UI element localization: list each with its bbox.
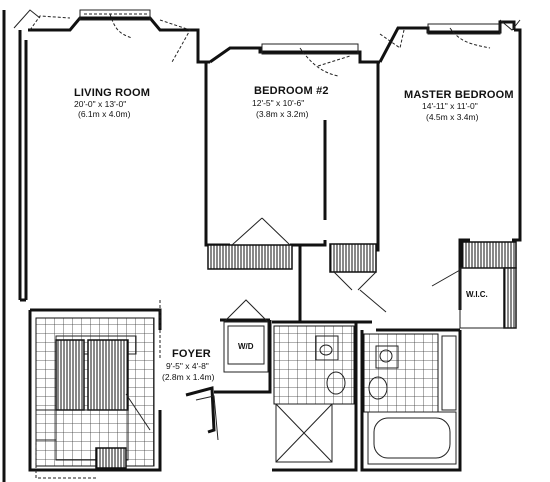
bedroom-2-closet [207, 244, 293, 270]
window-bedroom-2 [261, 43, 359, 77]
wic-shelf [503, 267, 517, 329]
window-master [379, 19, 521, 49]
master-closet [461, 241, 517, 269]
foyer-dim-imperial: 9'-5" x 4'-8" [166, 361, 209, 371]
wic-label: W.I.C. [466, 290, 488, 299]
foyer-name: FOYER [172, 348, 211, 360]
entry-door [195, 395, 219, 441]
label-foyer: FOYER 9'-5" x 4'-8" (2.8m x 1.4m) [162, 348, 215, 382]
bedroom-2-name: BEDROOM #2 [254, 85, 329, 97]
bedroom-2-dim-metric: (3.8m x 3.2m) [256, 109, 309, 119]
bathroom-1 [272, 320, 358, 472]
bedroom-2-walls [204, 46, 380, 247]
washer-dryer-label: W/D [238, 342, 254, 351]
living-room-name: LIVING ROOM [74, 87, 150, 99]
bedroom-2-dim-imperial: 12'-5" x 10'-6" [252, 98, 304, 108]
walk-in-closet [459, 267, 517, 329]
master-bedroom-name: MASTER BEDROOM [404, 89, 514, 101]
living-room-walls [18, 16, 210, 330]
master-bedroom-dim-metric: (4.5m x 3.4m) [426, 112, 479, 122]
label-master-bedroom: MASTER BEDROOM 14'-11" x 11'-0" (4.5m x … [404, 89, 514, 122]
washer-dryer: W/D [223, 299, 269, 373]
hall-closet [329, 243, 377, 273]
bathroom-2 [360, 330, 462, 472]
label-bedroom-2: BEDROOM #2 12'-5" x 10'-6" (3.8m x 3.2m) [252, 85, 329, 119]
living-room-dim-metric: (6.1m x 4.0m) [78, 109, 131, 119]
label-living-room: LIVING ROOM 20'-0" x 13'-0" (6.1m x 4.0m… [74, 87, 150, 119]
foyer-dim-metric: (2.8m x 1.4m) [162, 372, 215, 382]
bay-window-living [13, 9, 191, 63]
master-bedroom-dim-imperial: 14'-11" x 11'-0" [422, 101, 478, 111]
living-room-dim-imperial: 20'-0" x 13'-0" [74, 99, 126, 109]
kitchen [28, 310, 162, 479]
